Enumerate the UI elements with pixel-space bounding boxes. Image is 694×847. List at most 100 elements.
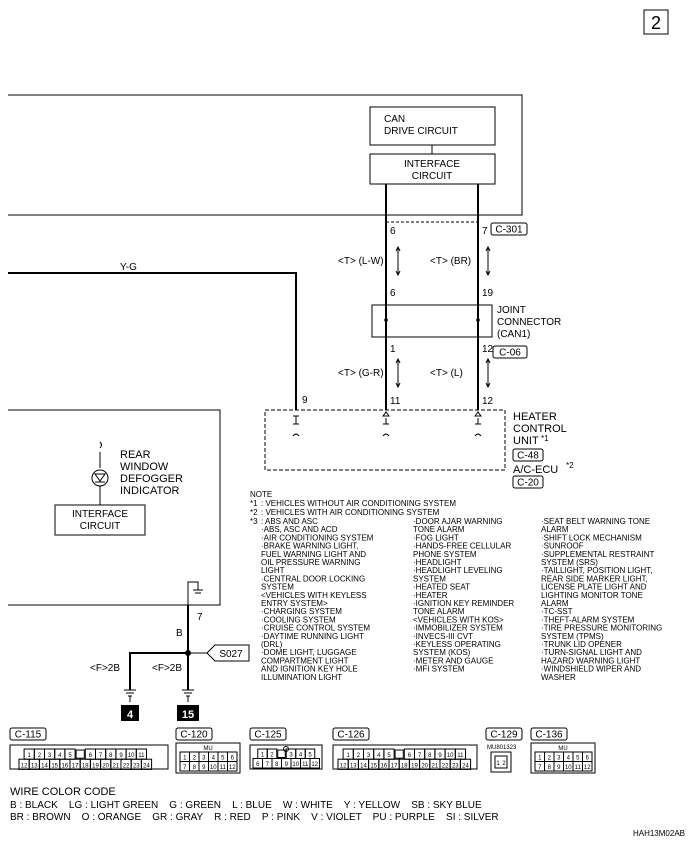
upper-module-frame (8, 94, 523, 216)
ground-point-15: 15 (182, 709, 194, 721)
interface-circuit-left-box: INTERFACE CIRCUIT (54, 504, 146, 536)
note-1: : VEHICLES WITHOUT AIR CONDITIONING SYST… (261, 499, 456, 508)
defogger-indicator-lamp (91, 441, 109, 505)
connector-pin-number: 1 (28, 753, 32, 759)
can-drive-label-1: CAN (384, 114, 405, 125)
connector-label: C-126 (337, 730, 365, 741)
note-line: <VEHICLES WITH KEYLESS (261, 591, 367, 600)
c-20-box (512, 475, 544, 489)
pin-heater-yg: 9 (302, 395, 308, 406)
connector-pin-number: 16 (381, 763, 388, 769)
note-line: ·CENTRAL DOOR LOCKING (261, 574, 365, 583)
note-line: COMPARTMENT LIGHT (261, 656, 349, 665)
connector-pin-number: 8 (428, 753, 432, 759)
note-line: WASHER (541, 673, 576, 682)
connector-pin-number: 19 (411, 763, 418, 769)
connector-pin-number: 21 (432, 763, 439, 769)
color-code-title: WIRE COLOR CODE (10, 786, 116, 798)
pin-joint-right-bottom: 12 (482, 344, 494, 355)
document-code: HAH13M02AB (633, 829, 685, 838)
internal-ground-symbol (187, 581, 203, 605)
connector-pin-number: 5 (68, 753, 72, 759)
wire-br-label: <T> (BR) (430, 256, 471, 267)
connector-pin-number: 7 (99, 753, 103, 759)
defogger-label-4: INDICATOR (120, 485, 180, 497)
connector-pin-number: 11 (138, 753, 145, 759)
connector-pin-number: 1 (183, 756, 187, 762)
c-06-label: C-06 (499, 348, 521, 359)
connector-pin-number: 22 (442, 763, 449, 769)
heater-label-2: CONTROL (513, 423, 567, 435)
connector-pin-number: 15 (370, 763, 377, 769)
connector-pin-number: 10 (210, 765, 217, 771)
interface-top-label-1: INTERFACE (404, 159, 460, 170)
ground-point-4: 4 (127, 709, 134, 721)
note-line: SYSTEM (261, 583, 294, 592)
note-line: ·CRUISE CONTROL SYSTEM (261, 624, 370, 633)
connector-pin-number: 1 (347, 753, 351, 759)
connector-pin-number: 13 (31, 763, 38, 769)
note-line: ILLUMINATION LIGHT (261, 673, 342, 682)
note-3-mark: *3 (250, 517, 258, 526)
connector-pin-number: 9 (202, 765, 206, 771)
connector-pin-number: 5 (308, 753, 312, 759)
connector-tag: MU (558, 746, 567, 752)
pin-heater-left: 11 (390, 396, 401, 407)
signal-arrow-3 (395, 357, 401, 389)
connector-pin-number: 8 (193, 765, 197, 771)
connector-pin-number: 4 (299, 753, 303, 759)
connector-tag: MU (203, 746, 212, 752)
ground-terminal-left (124, 689, 136, 702)
connector-pin-number: 24 (462, 763, 469, 769)
connector-pin-number: 23 (452, 763, 459, 769)
note-line: ·KEYLESS OPERATING (413, 640, 501, 649)
can-drive-label-2: DRIVE CIRCUIT (384, 126, 458, 137)
joint-connector-box (371, 304, 493, 338)
note-line: AND IGNITION KEY HOLE (261, 665, 358, 674)
connector-label-box (249, 727, 287, 741)
defogger-label-2: WINDOW (120, 461, 169, 473)
c-301-label: C-301 (495, 225, 523, 236)
heater-mark-2: *2 (566, 461, 574, 470)
connector-pin-number: 13 (350, 763, 357, 769)
note-line: OIL PRESSURE WARNING (261, 558, 360, 567)
note-line: LIGHTING MONITOR TONE (541, 591, 643, 600)
connector-label-box (9, 727, 47, 741)
connector-pin-number: 1 (496, 761, 500, 767)
heater-label-1: HEATER (513, 411, 557, 423)
connector-pin-number: 2 (548, 756, 552, 762)
connector-pin-number: 7 (266, 762, 270, 768)
connector-pin-number: 8 (109, 753, 113, 759)
pin-joint-left-top: 6 (390, 288, 396, 299)
note-line: (DRL) (261, 640, 283, 649)
connector-label: C-129 (490, 730, 518, 741)
signal-arrow-1 (395, 245, 401, 277)
connector-pin-number: 6 (89, 753, 93, 759)
connector-pin-number: 10 (565, 765, 572, 771)
joint-connector-label-3: (CAN1) (497, 329, 530, 340)
c-48-label: C-48 (517, 451, 539, 462)
connector-label-box (485, 727, 523, 741)
connector-label: C-125 (254, 730, 282, 741)
connector-pin-number: 3 (557, 756, 561, 762)
page-number-box: 2 (643, 9, 669, 35)
interface-left-label-2: CIRCUIT (80, 521, 121, 532)
color-code-row-2: BR : BROWN O : ORANGE GR : GRAY R : RED … (10, 812, 499, 823)
note-line: ·TIRE PRESSURE MONITORING (541, 624, 662, 633)
heater-control-unit-box (264, 409, 506, 471)
note-line: ·FOG LIGHT (413, 533, 459, 542)
connector-pin (227, 761, 238, 772)
note-line: ·DOME LIGHT, LUGGAGE (261, 648, 357, 657)
note-2-mark: *2 (250, 508, 258, 517)
connector-pin-number: 24 (143, 763, 150, 769)
connector-pin-number: 5 (387, 753, 391, 759)
connector-pin-number: 20 (102, 763, 109, 769)
signal-arrow-4 (485, 357, 491, 389)
connector-pin-number: 17 (72, 763, 79, 769)
connector-label: C-136 (535, 730, 563, 741)
connector-pin-number: 12 (21, 763, 28, 769)
connector-pin-number: 2 (357, 753, 361, 759)
connector-pin-number: 2 (38, 753, 42, 759)
connector-pin-number: 2 (270, 753, 274, 759)
